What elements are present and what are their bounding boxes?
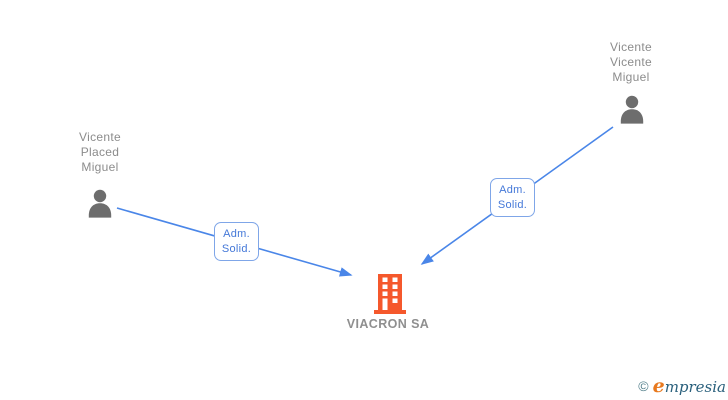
copyright-icon: © bbox=[638, 378, 649, 394]
person-right-name: Vicente Vicente Miguel bbox=[571, 40, 691, 85]
name-line: Vicente bbox=[79, 130, 121, 144]
edge-label-line: Adm. bbox=[499, 183, 526, 196]
brand-initial: e bbox=[652, 375, 665, 397]
name-line: Miguel bbox=[612, 70, 650, 84]
edge-label-line: Solid. bbox=[497, 198, 528, 211]
company-name: VIACRON SA bbox=[346, 317, 430, 331]
edge-label-line: Solid. bbox=[221, 242, 252, 255]
brand-rest: mpresia bbox=[664, 378, 726, 396]
company-building-icon[interactable] bbox=[373, 274, 407, 314]
person-right-icon[interactable] bbox=[616, 94, 648, 126]
edge-label-left: Adm. Solid. bbox=[214, 222, 259, 261]
name-line: Miguel bbox=[81, 160, 119, 174]
edge-label-right: Adm. Solid. bbox=[490, 178, 535, 217]
name-line: Vicente bbox=[610, 40, 652, 54]
empresia-logo[interactable]: © empresia bbox=[638, 375, 726, 397]
edge-label-line: Adm. bbox=[223, 227, 250, 240]
brand-text: empresia bbox=[653, 375, 726, 397]
person-left-name: Vicente Placed Miguel bbox=[40, 130, 160, 175]
name-line: Placed bbox=[80, 145, 120, 159]
name-line: Vicente bbox=[610, 55, 652, 69]
person-left-icon[interactable] bbox=[84, 188, 116, 220]
